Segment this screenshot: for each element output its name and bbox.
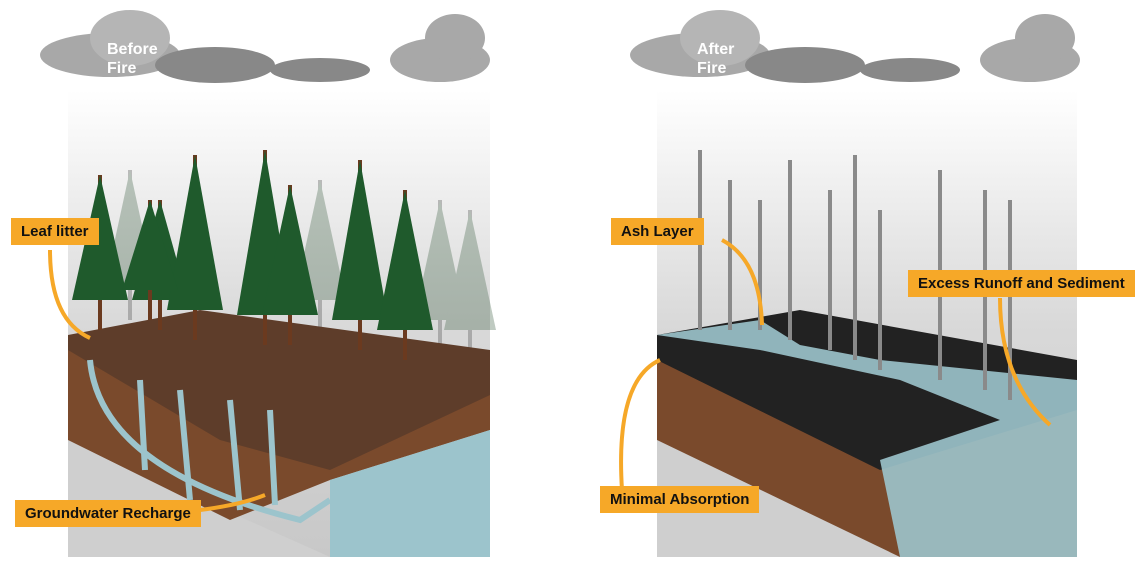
after-fire-panel [657, 90, 1077, 557]
ash-layer-arrow [721, 238, 764, 326]
absorption-arrow [619, 358, 661, 491]
runoff-label: Excess Runoff and Sediment [908, 270, 1135, 297]
runoff-water [657, 320, 1077, 557]
leaf-litter-layer [68, 310, 490, 470]
minimal-absorption-label: Minimal Absorption [600, 486, 760, 513]
groundwater-recharge-label: Groundwater Recharge [15, 500, 201, 527]
clouds [40, 10, 1080, 83]
ash-layer-label: Ash Layer [611, 218, 704, 245]
runoff-arrow [998, 297, 1052, 427]
before-fire-panel [68, 90, 496, 557]
arrows [48, 238, 1052, 512]
groundwater-lake [330, 430, 490, 557]
groundwater-channel [87, 359, 332, 524]
leaf-litter-label: Leaf litter [11, 218, 99, 245]
groundwater-arrow [199, 493, 266, 512]
leaf-litter-arrow [48, 249, 91, 340]
